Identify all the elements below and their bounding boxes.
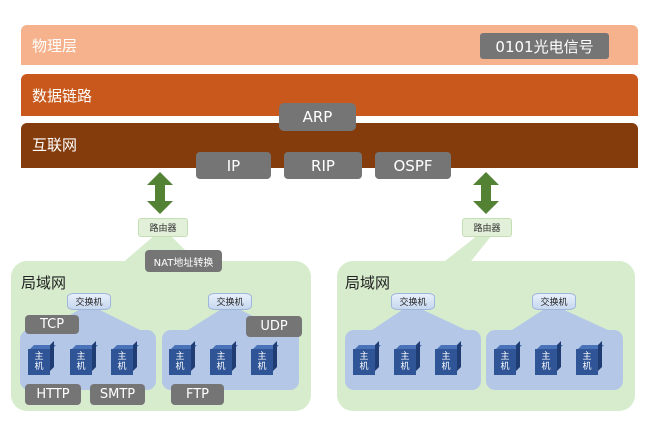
left-bidirectional-arrow-icon	[147, 172, 173, 214]
udp-tag: UDP	[246, 316, 302, 337]
host-computer: 主机	[353, 341, 381, 375]
ftp-text: FTP	[185, 387, 210, 402]
http-text: HTTP	[36, 387, 70, 402]
photoelectric-signal-tag: 0101光电信号	[480, 33, 609, 59]
left-router: 路由器	[138, 218, 188, 237]
nat-tag: NAT地址转换	[145, 250, 222, 272]
rip-text: RIP	[311, 156, 335, 175]
host-computer: 主机	[394, 341, 422, 375]
host-computer: 主机	[169, 341, 197, 375]
right-lan-title: 局域网	[345, 274, 391, 292]
http-tag: HTTP	[25, 384, 81, 405]
right-lan-switch-2: 交换机	[532, 293, 576, 310]
smtp-text: SMTP	[99, 387, 136, 402]
host-computer: 主机	[111, 341, 139, 375]
ip-tag: IP	[196, 152, 271, 179]
ospf-tag: OSPF	[375, 152, 451, 179]
rip-tag: RIP	[284, 152, 362, 179]
left-router-label: 路由器	[149, 224, 177, 234]
host-computer: 主机	[494, 341, 522, 375]
right-router: 路由器	[462, 218, 512, 237]
right-bidirectional-arrow-icon	[473, 172, 499, 214]
arp-tag: ARP	[279, 103, 356, 131]
physical-layer-label: 物理层	[32, 36, 78, 55]
internet-layer-label: 互联网	[32, 136, 78, 154]
switch-label: 交换机	[75, 298, 103, 308]
nat-text: NAT地址转换	[153, 257, 214, 269]
tcp-tag: TCP	[25, 315, 79, 334]
left-lan-title: 局域网	[21, 274, 67, 292]
host-computer: 主机	[210, 341, 238, 375]
host-computer: 主机	[435, 341, 463, 375]
smtp-tag: SMTP	[90, 384, 145, 405]
host-computer: 主机	[70, 341, 98, 375]
ftp-tag: FTP	[171, 384, 224, 405]
host-computer: 主机	[576, 341, 604, 375]
photoelectric-signal-text: 0101光电信号	[495, 37, 594, 56]
switch-label: 交换机	[540, 298, 568, 308]
host-computer: 主机	[535, 341, 563, 375]
switch-label: 交换机	[216, 298, 244, 308]
datalink-layer-label: 数据链路	[32, 86, 93, 105]
tcp-text: TCP	[39, 317, 65, 332]
ip-text: IP	[226, 156, 241, 175]
switch-label: 交换机	[399, 298, 427, 308]
host-computer: 主机	[251, 341, 279, 375]
right-lan-switch-1: 交换机	[391, 293, 435, 310]
ospf-text: OSPF	[393, 156, 433, 175]
right-router-label: 路由器	[473, 224, 501, 234]
left-lan-switch-1: 交换机	[67, 293, 111, 310]
arp-text: ARP	[302, 108, 333, 126]
left-lan-switch-2: 交换机	[208, 293, 252, 310]
host-computer: 主机	[28, 341, 56, 375]
udp-text: UDP	[260, 319, 288, 334]
